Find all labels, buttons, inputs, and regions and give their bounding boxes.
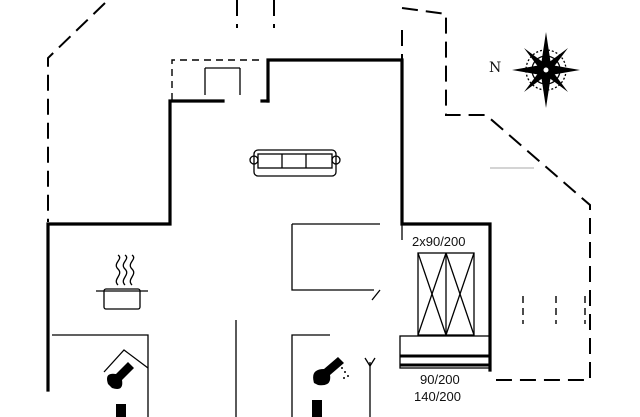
bed-label-top: 2x90/200 [412,234,466,249]
interior-walls [52,320,376,417]
shower-icon-right [312,357,349,417]
bed-label-bottom-2: 140/200 [414,389,461,404]
bed-label-bottom-1: 90/200 [420,372,460,387]
terrace-outline [47,0,591,381]
cooking-pot-icon [96,254,148,310]
compass-north-label: N [489,60,502,76]
entrance-outline [171,59,262,100]
lower-bed [399,335,491,369]
compass-rose-icon [512,32,580,108]
exterior-walls [46,58,492,392]
sofa-icon [249,149,341,177]
shower-icon [103,349,149,417]
bunk-bed [417,252,475,336]
